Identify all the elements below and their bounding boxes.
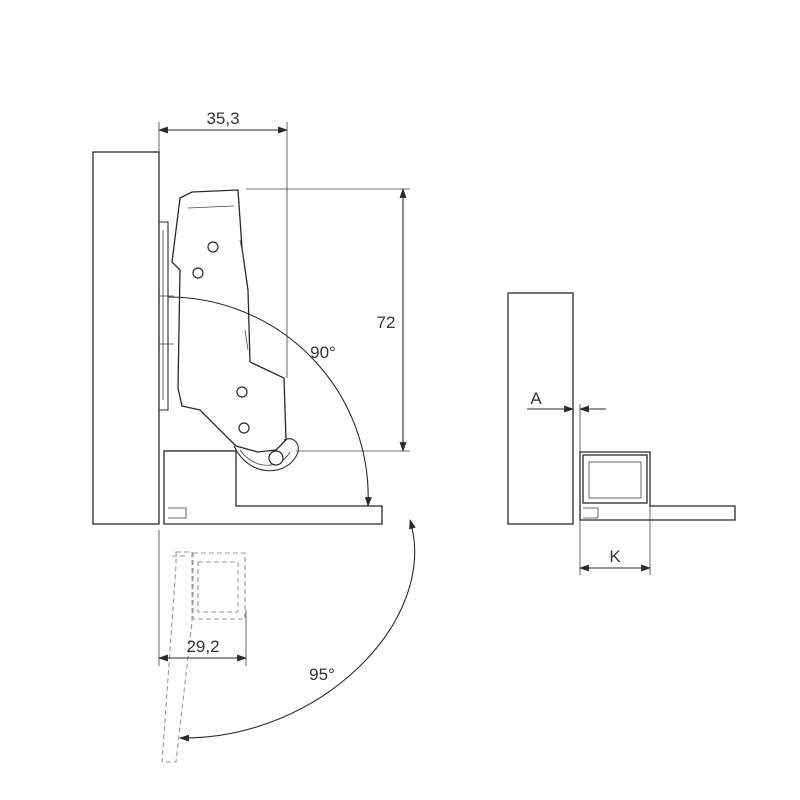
dim-height-label: 72 [377,313,396,332]
dim-k-label: K [609,547,621,566]
detail-frame-inner [588,461,642,499]
hinge-screw-4 [238,422,250,434]
angle-95-label: 95° [309,665,335,684]
hinge-knuckle-link [233,438,299,472]
angle-90-label: 90° [310,343,336,362]
dim-offset-label: 29,2 [186,637,219,656]
detail-profile-lip [583,507,599,519]
dim-a-label: A [530,389,542,408]
hinge-arm [171,189,287,453]
mounting-plate-slots [159,295,174,345]
ghost-door [161,551,193,763]
hinge-arm-ridge [187,205,235,209]
detail-frame-profile [582,454,648,504]
ghost-hinge-cup [192,552,246,620]
hinge-arm-rivets [239,239,249,351]
mounting-plate [159,221,169,411]
hinge-pivot [268,450,284,466]
door-profile-lip [168,507,187,519]
hinge-screw-1 [207,241,219,253]
door-panel [163,450,383,525]
hinge-screw-3 [236,386,248,398]
dim-overlay-label: 35,3 [206,109,239,128]
cabinet-side-panel [92,151,160,525]
arc-95 [179,519,416,742]
hinge-screw-2 [192,267,204,279]
arc-90 [167,296,372,507]
ghost-hinge-cup-inner [197,561,239,613]
hinge-knuckle-inner [239,449,291,466]
